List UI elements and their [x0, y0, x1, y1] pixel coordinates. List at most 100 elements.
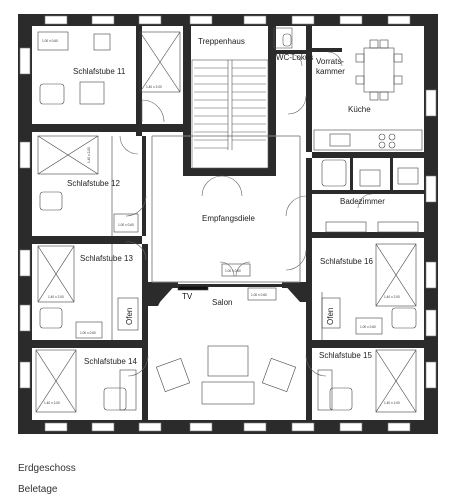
chair-icon — [391, 307, 417, 329]
wc-fixture — [273, 27, 293, 49]
thin-walls — [111, 135, 323, 340]
sink-icon — [359, 169, 381, 187]
wall-interior — [312, 232, 424, 238]
wall-interior — [32, 340, 144, 348]
wall-interior — [142, 136, 146, 236]
wall-interior — [183, 168, 276, 176]
door-arc — [219, 261, 235, 277]
wall-interior — [148, 302, 160, 306]
bed — [37, 135, 99, 175]
window — [189, 422, 213, 432]
bed — [37, 245, 75, 303]
stove-burner-icon — [378, 141, 386, 149]
wall-interior — [306, 238, 312, 420]
chair-icon — [103, 387, 127, 411]
door-arc — [125, 195, 147, 217]
wall-interior — [276, 50, 306, 54]
wall-interior — [136, 134, 142, 136]
chair-icon — [39, 83, 65, 105]
dining-table — [363, 47, 395, 93]
room-label-wc-lokus: WC-Lokus — [276, 53, 313, 62]
desk-dim-label: 1.00 x 0.60 — [42, 39, 58, 43]
room-label-vorratskammer: kammer — [316, 67, 345, 76]
window — [19, 361, 31, 389]
caption-floor: Erdgeschoss — [18, 463, 76, 474]
cabinet-dim-label: 1.00 x 0.60 — [251, 293, 267, 297]
chair-icon — [379, 91, 389, 101]
desk — [75, 321, 103, 339]
wall-bottom — [18, 420, 438, 434]
bed — [375, 243, 417, 307]
door-arc — [141, 99, 165, 123]
armchair-icon — [79, 81, 105, 105]
stove-burner-icon — [388, 133, 396, 141]
desk — [355, 317, 383, 335]
chair-icon — [393, 53, 403, 63]
window — [425, 261, 437, 289]
dimension-labels: 1.00 x 0.60 1.00 x 0.60 1.00 x 0.60 1.00… — [42, 39, 400, 405]
chair-icon — [329, 387, 353, 411]
wall-interior — [390, 158, 393, 190]
door-arc — [125, 241, 147, 261]
wall-interior — [312, 152, 424, 158]
chair-icon — [369, 39, 379, 49]
wall-interior — [268, 26, 276, 176]
window — [339, 422, 363, 432]
wall-interior — [183, 26, 191, 176]
bed — [375, 349, 417, 413]
wall-interior — [178, 284, 282, 287]
wall-interior — [312, 48, 342, 52]
window — [291, 15, 315, 25]
window — [189, 15, 213, 25]
stove — [321, 297, 341, 329]
bed-dim-label: 1.40 x 2.00 — [87, 147, 91, 163]
door-arc — [119, 135, 139, 155]
cabinet-dim-label: 1.00 x 0.60 — [225, 269, 241, 273]
bathtub — [321, 159, 347, 187]
stove-burner-icon — [378, 133, 386, 141]
room-label-schlafstube-16: Schlafstube 16 — [320, 257, 373, 266]
windows — [19, 15, 437, 432]
window — [243, 15, 267, 25]
room-label-schlafstube-15: Schlafstube 15 — [319, 351, 372, 360]
door-arc — [327, 51, 343, 67]
wall-interior — [142, 244, 148, 420]
stair-steps-right — [232, 67, 266, 141]
room-label-treppenhaus: Treppenhaus — [198, 37, 245, 46]
bed-dim-label: 1.40 x 2.00 — [384, 295, 400, 299]
window — [339, 15, 363, 25]
vanity — [325, 221, 367, 233]
chair-icon — [369, 91, 379, 101]
chair-icon — [355, 75, 365, 85]
chair-icon — [355, 53, 365, 63]
window — [425, 309, 437, 337]
window — [387, 422, 411, 432]
wall-interior — [282, 282, 312, 302]
bed-dim-label: 1.40 x 2.00 — [48, 295, 64, 299]
sink-icon — [329, 133, 351, 147]
cabinet — [221, 263, 251, 277]
tv-icon — [177, 285, 209, 291]
window — [243, 422, 267, 432]
stove — [117, 297, 139, 331]
wall-interior — [306, 26, 312, 152]
window — [19, 47, 31, 75]
window — [138, 15, 162, 25]
room-label-schlafstube-13: Schlafstube 13 — [80, 254, 133, 263]
desk-dim-label: 1.00 x 0.60 — [118, 223, 134, 227]
furniture — [35, 31, 423, 413]
wall-interior — [350, 158, 353, 190]
coffee-table — [207, 345, 249, 377]
room-label-schlafstube-12: Schlafstube 12 — [67, 179, 120, 188]
window — [44, 15, 68, 25]
armchair-icon — [261, 357, 297, 393]
door-arc — [285, 249, 307, 271]
staircase — [191, 27, 293, 169]
door-arc — [285, 195, 307, 217]
window — [19, 141, 31, 169]
window — [425, 89, 437, 117]
room-label-schlafstube-11: Schlafstube 11 — [73, 67, 126, 76]
window — [387, 15, 411, 25]
window — [425, 175, 437, 203]
